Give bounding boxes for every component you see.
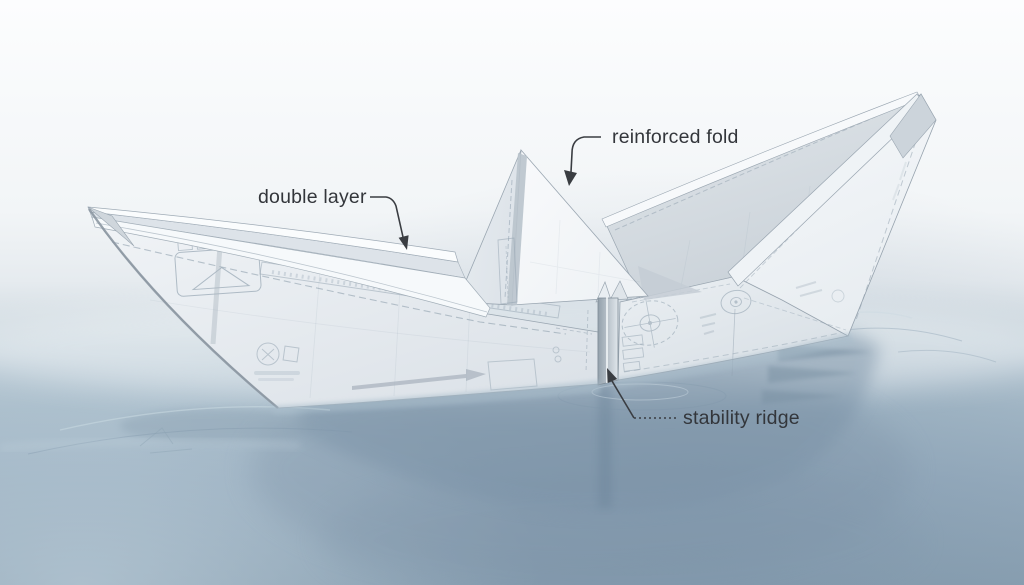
printed-dashed-fold-line [111,241,567,335]
printed-circle-glyph [831,289,845,303]
annotation-label: double layer [258,186,367,208]
printed-rect-grid [621,334,645,372]
leader-line [370,196,404,238]
submerged-print-mark [139,427,193,454]
boat-reflection [120,332,920,585]
arrowhead-icon [607,368,618,383]
ridge-reflection-streak [598,386,612,508]
reflection-finger-3 [762,390,842,404]
printed-mast-rectangle [497,237,518,305]
crease-shadow [210,245,223,345]
gunwale-rim-line [95,222,488,313]
printed-grid-line [529,219,641,295]
printed-compass-large [621,298,679,348]
reflection-finger-2 [768,366,858,383]
printed-grid-line [309,269,321,399]
printed-dashes-near-ridge [555,309,593,373]
fold-gap-shadow [638,266,702,300]
printed-direction-arrow [352,369,486,390]
printed-square-outline [487,358,538,391]
leader-line [611,380,635,419]
printed-small-digits [552,346,562,363]
gunwale-far-rim [87,206,459,263]
keel-edge [88,208,279,409]
printed-fine-text-lines [699,313,717,335]
paper-boat [87,91,937,414]
sail-printed-guides [497,179,641,305]
annotation-label: reinforced fold [612,126,739,148]
stability-ridge-fold [595,280,629,386]
arrowhead-icon [564,170,577,186]
printed-grid-line [149,299,591,353]
printed-grid-line [393,287,401,397]
leader-line [570,136,601,173]
printed-fine-text-lines [795,281,823,297]
printed-compass-small [720,289,752,315]
printed-dashed-fold-line [504,179,513,299]
printed-logo-icons [254,342,300,381]
ripple-arc [837,327,963,342]
sail-center-crease [507,153,527,305]
annotation-label: stability ridge [683,407,800,429]
bow-tip-facet [87,206,135,247]
annotations: reinforced fold double layer stability r… [258,126,800,429]
annotation-double-layer: double layer [258,186,409,250]
sail [456,148,649,306]
reflection-core [300,332,880,512]
printed-dashed-border [855,113,926,321]
printed-fine-text-lines [892,161,907,201]
ripple-arc [897,349,997,363]
stern-tip-facet [889,93,937,159]
reflection-soft-low [320,470,920,585]
printed-dashed-fold-line [505,245,509,299]
printed-dashed-border [743,297,847,331]
waterline-right [616,332,854,388]
gunwale-near-rim-double-layer [91,216,491,318]
ridge-peak-right [609,280,629,301]
annotation-stability-ridge: stability ridge [607,368,800,429]
waterline-left [270,380,600,414]
arrowhead-icon [398,235,409,250]
annotation-reinforced-fold: reinforced fold [564,126,739,186]
wave-crest [0,438,301,451]
bow-reflection [120,409,316,443]
